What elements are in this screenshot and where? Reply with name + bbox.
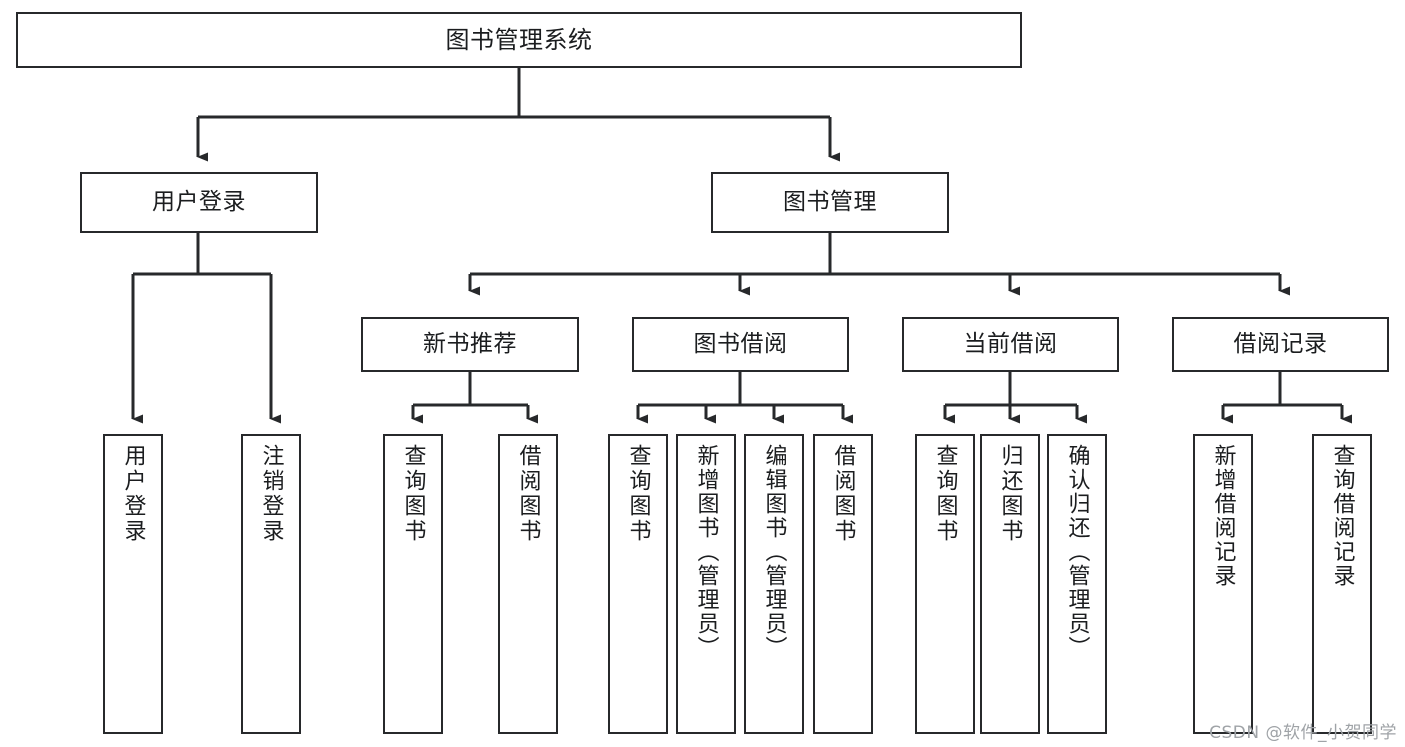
leaf-new-book-borrow-label: 借阅图书	[515, 444, 541, 544]
leaf-new-book-query-label: 查询图书	[400, 444, 426, 544]
leaf-user-login-login[interactable]: 用户登录	[103, 434, 163, 734]
leaf-borrow-edit-book[interactable]: 编辑图书（管理员）	[744, 434, 804, 734]
node-new-book-recommend[interactable]: 新书推荐	[361, 317, 579, 372]
node-borrow-records-label: 借阅记录	[1233, 330, 1328, 357]
leaf-records-query-record[interactable]: 查询借阅记录	[1312, 434, 1372, 734]
leaf-current-query-book[interactable]: 查询图书	[915, 434, 975, 734]
leaf-current-confirm-return-label: 确认归还（管理员）	[1064, 444, 1090, 660]
leaf-borrow-edit-book-label: 编辑图书（管理员）	[761, 444, 787, 660]
node-book-borrow-label: 图书借阅	[693, 330, 788, 357]
leaf-current-confirm-return[interactable]: 确认归还（管理员）	[1047, 434, 1107, 734]
node-borrow-records[interactable]: 借阅记录	[1172, 317, 1389, 372]
leaf-new-book-query[interactable]: 查询图书	[383, 434, 443, 734]
leaf-records-query-record-label: 查询借阅记录	[1329, 444, 1355, 588]
node-user-login-label: 用户登录	[152, 188, 246, 215]
leaf-records-add-record[interactable]: 新增借阅记录	[1193, 434, 1253, 734]
leaf-borrow-query-book-label: 查询图书	[625, 444, 651, 544]
node-book-borrow[interactable]: 图书借阅	[632, 317, 849, 372]
node-current-borrow[interactable]: 当前借阅	[902, 317, 1119, 372]
leaf-borrow-borrow-book[interactable]: 借阅图书	[813, 434, 873, 734]
node-root-system-label: 图书管理系统	[445, 25, 593, 54]
leaf-borrow-borrow-book-label: 借阅图书	[830, 444, 856, 544]
node-new-book-recommend-label: 新书推荐	[423, 330, 517, 357]
leaf-borrow-query-book[interactable]: 查询图书	[608, 434, 668, 734]
leaf-borrow-add-book[interactable]: 新增图书（管理员）	[676, 434, 736, 734]
leaf-current-return-book[interactable]: 归还图书	[980, 434, 1040, 734]
leaf-current-return-book-label: 归还图书	[997, 444, 1023, 544]
leaf-records-add-record-label: 新增借阅记录	[1210, 444, 1236, 588]
node-current-borrow-label: 当前借阅	[963, 330, 1058, 357]
leaf-new-book-borrow[interactable]: 借阅图书	[498, 434, 558, 734]
node-book-management-label: 图书管理	[783, 188, 877, 215]
node-root-system[interactable]: 图书管理系统	[16, 12, 1022, 68]
leaf-user-login-logout-label: 注销登录	[258, 444, 284, 544]
leaf-user-login-logout[interactable]: 注销登录	[241, 434, 301, 734]
leaf-user-login-login-label: 用户登录	[120, 444, 146, 544]
leaf-borrow-add-book-label: 新增图书（管理员）	[693, 444, 719, 660]
node-user-login[interactable]: 用户登录	[80, 172, 318, 233]
node-book-management[interactable]: 图书管理	[711, 172, 949, 233]
leaf-current-query-book-label: 查询图书	[932, 444, 958, 544]
